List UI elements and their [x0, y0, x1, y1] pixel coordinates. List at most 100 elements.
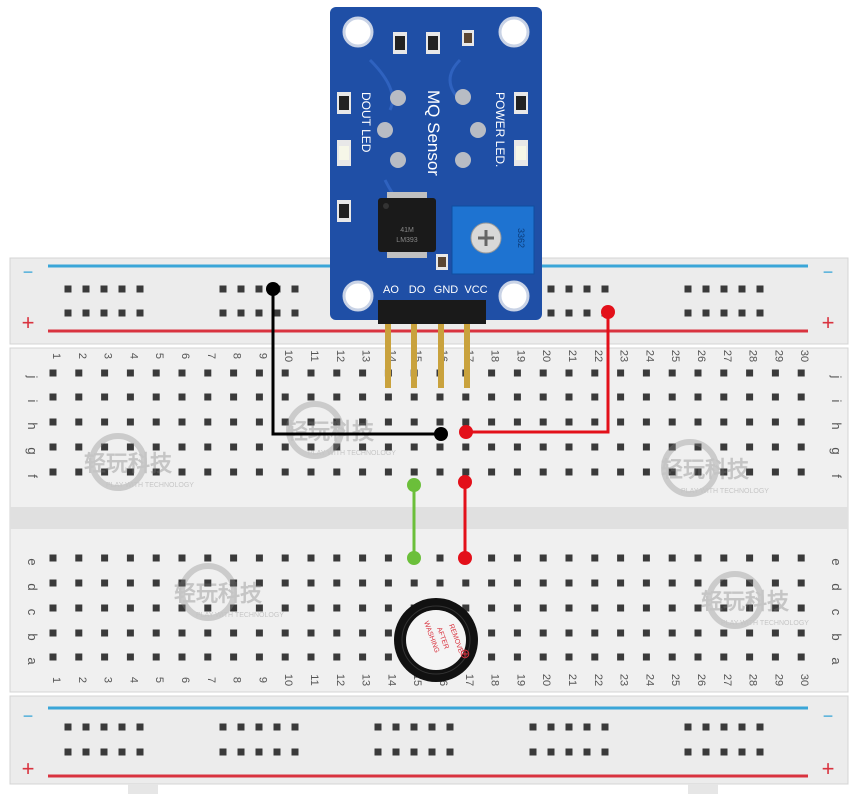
rail-hole [237, 748, 245, 756]
rail-minus-label: − [823, 706, 834, 726]
terminal-hole [75, 653, 83, 661]
terminal-hole [152, 629, 160, 637]
capacitor [462, 30, 474, 46]
column-number: 23 [618, 350, 630, 362]
terminal-hole [152, 653, 160, 661]
column-number: 7 [205, 677, 217, 683]
terminal-hole [539, 653, 547, 661]
terminal-hole [797, 604, 805, 612]
terminal-hole [565, 604, 573, 612]
column-number: 24 [643, 674, 655, 686]
terminal-hole [513, 393, 521, 401]
rail-hole [446, 748, 454, 756]
rail-hole [583, 285, 591, 293]
terminal-hole [539, 629, 547, 637]
rail-hole [756, 748, 764, 756]
terminal-hole [797, 393, 805, 401]
terminal-hole [617, 418, 625, 426]
rail-hole [684, 723, 692, 731]
terminal-hole [75, 418, 83, 426]
terminal-hole [281, 443, 289, 451]
terminal-hole [539, 393, 547, 401]
pin-label-ao: AO [383, 284, 399, 296]
terminal-hole [204, 468, 212, 476]
terminal-hole [694, 418, 702, 426]
terminal-hole [668, 629, 676, 637]
terminal-hole [565, 393, 573, 401]
column-number: 1 [50, 677, 62, 683]
terminal-hole [126, 369, 134, 377]
terminal-hole [668, 604, 676, 612]
rail-hole [136, 748, 144, 756]
column-number: 7 [205, 353, 217, 359]
terminal-hole [101, 418, 109, 426]
rail-hole [273, 309, 281, 317]
rail-hole [601, 748, 609, 756]
wires [266, 282, 615, 565]
terminal-hole [204, 579, 212, 587]
rail-hole [82, 309, 90, 317]
rail-hole [219, 309, 227, 317]
terminal-hole [230, 418, 238, 426]
terminal-hole [539, 443, 547, 451]
terminal-hole [565, 629, 573, 637]
rail-hole [738, 285, 746, 293]
column-number: 18 [489, 350, 501, 362]
rail-hole [720, 748, 728, 756]
terminal-hole [513, 629, 521, 637]
terminal-hole [333, 443, 341, 451]
terminal-hole [281, 554, 289, 562]
terminal-hole [462, 604, 470, 612]
rail-hole [64, 309, 72, 317]
rail-hole [547, 309, 555, 317]
chip-mark: 41M [400, 227, 414, 234]
row-letter: c [829, 609, 844, 616]
terminal-hole [152, 604, 160, 612]
rail-hole [756, 309, 764, 317]
rail-hole [720, 285, 728, 293]
terminal-hole [771, 629, 779, 637]
terminal-hole [513, 443, 521, 451]
column-number: 29 [772, 350, 784, 362]
rail-hole [255, 748, 263, 756]
rail-hole [64, 285, 72, 293]
board-foot [128, 784, 158, 794]
terminal-hole [642, 604, 650, 612]
terminal-hole [126, 629, 134, 637]
terminal-hole [771, 418, 779, 426]
terminal-hole [204, 443, 212, 451]
terminal-hole [281, 604, 289, 612]
column-number: 25 [669, 674, 681, 686]
row-letter: d [25, 583, 40, 590]
svg-text:PLAY WITH TECHNOLOGY: PLAY WITH TECHNOLOGY [308, 450, 396, 457]
rail-hole [100, 748, 108, 756]
terminal-hole [204, 418, 212, 426]
rail-hole [392, 748, 400, 756]
terminal-hole [591, 579, 599, 587]
power-led [514, 140, 528, 166]
red-wire-end [458, 475, 472, 489]
svg-text:轻玩科技: 轻玩科技 [84, 451, 173, 476]
terminal-hole [642, 443, 650, 451]
terminal-hole [436, 443, 444, 451]
terminal-hole [797, 443, 805, 451]
terminal-hole [771, 653, 779, 661]
terminal-hole [668, 393, 676, 401]
terminal-hole [488, 418, 496, 426]
terminal-hole [436, 579, 444, 587]
terminal-hole [255, 554, 263, 562]
terminal-hole [642, 579, 650, 587]
rail-hole [237, 285, 245, 293]
green-wire-end [407, 478, 421, 492]
column-number: 10 [282, 674, 294, 686]
rail-hole [136, 723, 144, 731]
terminal-hole [720, 443, 728, 451]
capacitor [436, 254, 448, 270]
terminal-hole [513, 579, 521, 587]
row-letter: g [25, 447, 40, 454]
black-wire-end [266, 282, 280, 296]
column-number: 21 [566, 674, 578, 686]
terminal-hole [668, 468, 676, 476]
terminal-hole [152, 393, 160, 401]
terminal-hole [539, 468, 547, 476]
